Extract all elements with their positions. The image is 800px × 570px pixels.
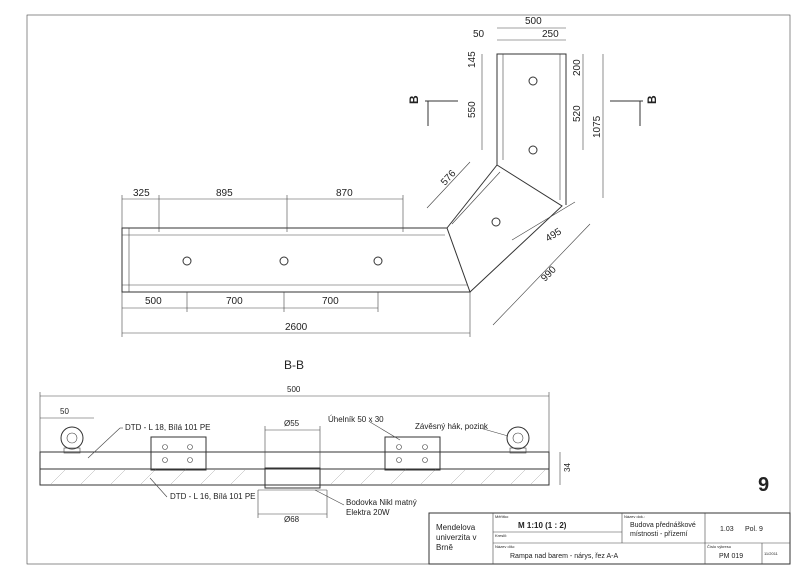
plan-hole	[528, 76, 538, 86]
label-lamp-line1: Bodovka Nikl matný	[346, 498, 417, 507]
drawing-date: 11/2011	[764, 551, 779, 556]
section-top-board	[39, 451, 550, 470]
plan-view: 500 50 250 145 550 200 520 1075 B B 576 …	[121, 16, 659, 337]
dim-895: 895	[216, 188, 233, 199]
section-dim-50: 50	[60, 407, 69, 416]
sheet-border	[26, 14, 791, 565]
plan-middle-inner	[451, 171, 501, 225]
dim-50-top: 50	[473, 29, 485, 40]
institution-line1: Mendelova	[436, 523, 476, 532]
section-dim-phi55: Ø55	[284, 419, 300, 428]
scale-label: Měřítko	[495, 514, 509, 519]
drawing-no: PM 019	[719, 553, 743, 560]
spot-lamp	[257, 426, 328, 518]
institution-line2: univerzita v	[436, 533, 476, 542]
plan-vertical-arm	[496, 53, 567, 205]
label-angle: Úhelník 50 x 30	[328, 415, 384, 424]
section-marker-left: B	[407, 95, 421, 104]
plan-hole	[279, 256, 289, 266]
section-dim-500: 500	[287, 385, 301, 394]
pos-code: 1.03	[720, 526, 734, 533]
project-line2: místnosti - přízemí	[630, 531, 688, 538]
plan-long-arm-outline	[121, 227, 471, 293]
label-hook: Závěsný hák, pozink	[415, 422, 489, 431]
dim-500-top: 500	[525, 16, 542, 27]
section-dim-phi68: Ø68	[284, 515, 300, 524]
sheet-number: 9	[758, 474, 769, 496]
part-name: Rampa nad barem - nárys, řez A-A	[510, 553, 618, 560]
plan-hole	[182, 256, 192, 266]
part-name-label: Název dílu:	[495, 544, 515, 549]
dim-700-b: 700	[322, 296, 339, 307]
plan-hole	[528, 145, 538, 155]
label-dtd-top: DTD - L 18, Bílá 101 PE	[125, 423, 211, 432]
project-label: Název dok.:	[624, 514, 645, 519]
section-bottom-board	[39, 468, 550, 486]
plan-hole	[373, 256, 383, 266]
angle-bracket-right	[384, 436, 441, 471]
dim-576: 576	[439, 168, 459, 188]
plan-middle-segment	[446, 164, 563, 293]
dim-200: 200	[572, 59, 583, 76]
dim-990: 990	[539, 264, 559, 284]
section-dim-34: 34	[563, 463, 572, 472]
label-lamp-line2: Elektra 20W	[346, 508, 390, 517]
section-marker-right: B	[645, 95, 659, 104]
dim-250-top: 250	[542, 29, 559, 40]
dim-870: 870	[336, 188, 353, 199]
dim-325: 325	[133, 188, 150, 199]
drawn-label: Kreslil:	[495, 533, 507, 538]
dim-145: 145	[467, 51, 478, 68]
plan-hole	[491, 217, 501, 227]
dim-1075: 1075	[592, 115, 603, 138]
title-block: Mendelova univerzita v Brně Měřítko M 1:…	[428, 512, 791, 565]
section-title: B-B	[284, 358, 304, 372]
dim-495: 495	[544, 226, 564, 244]
project-line1: Budova přednáškové	[630, 522, 696, 529]
institution-line3: Brně	[436, 543, 453, 552]
angle-bracket-left	[150, 436, 207, 471]
dim-520: 520	[572, 105, 583, 122]
dim-2600: 2600	[285, 322, 308, 333]
section-hatching	[49, 468, 547, 486]
pos: Pol. 9	[745, 526, 763, 533]
dim-700-a: 700	[226, 296, 243, 307]
hook-left	[60, 426, 84, 454]
dim-500-bottom: 500	[145, 296, 162, 307]
label-dtd-bottom: DTD - L 16, Bílá 101 PE	[170, 492, 256, 501]
hook-right	[506, 426, 530, 454]
section-view: B-B 500 50	[39, 358, 572, 524]
dim-550: 550	[467, 101, 478, 118]
drawing-no-label: Číslo výkresu	[707, 544, 731, 549]
scale-value: M 1:10 (1 : 2)	[518, 521, 567, 530]
